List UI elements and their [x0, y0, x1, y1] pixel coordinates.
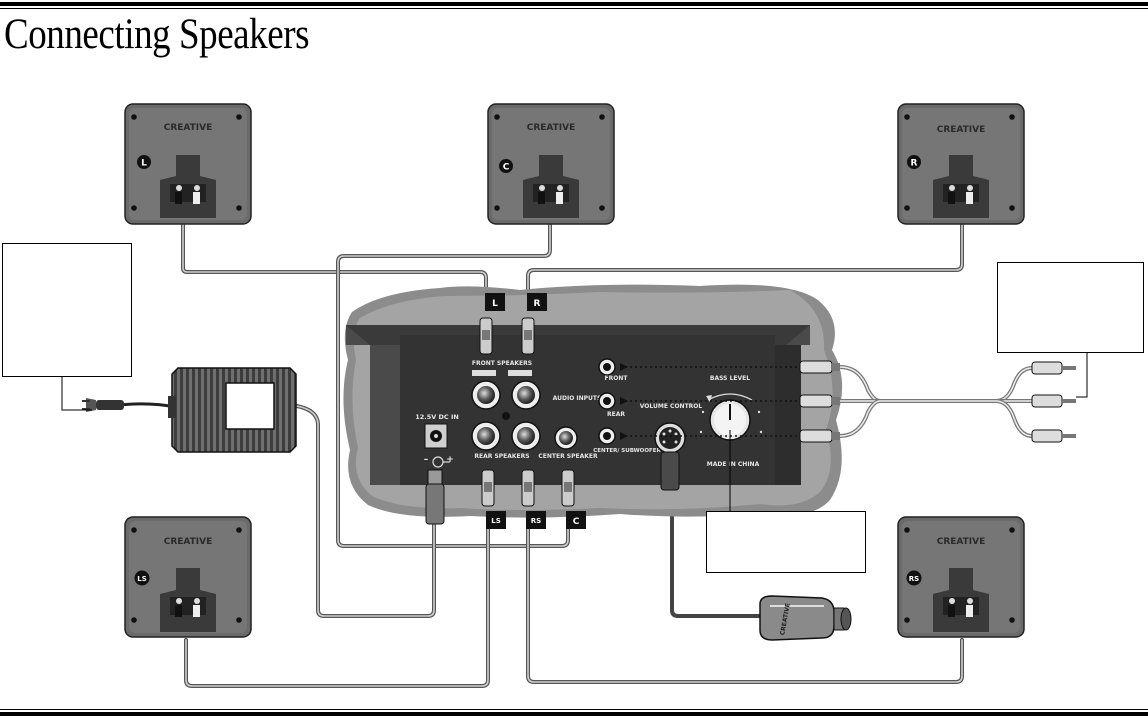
stereo-plug-icon — [1031, 429, 1076, 443]
front-right-tag-strip — [508, 370, 532, 376]
tag-ls-text: LS — [491, 517, 501, 525]
callout-box-bass — [706, 511, 866, 573]
speaker-badge-rs: RS — [909, 575, 919, 583]
speaker-front-right: CREATIVE R — [897, 103, 1025, 225]
audio-input-cable — [620, 360, 1076, 443]
rca-plug-center — [561, 469, 575, 507]
input-center-sub-jack — [598, 427, 616, 445]
stereo-plug-icon — [799, 394, 840, 408]
polarity-plus: + — [446, 455, 454, 465]
speaker-brand-label: CREATIVE — [937, 537, 986, 547]
volume-remote: CREATIVE — [759, 595, 852, 641]
rear-speakers-label: REAR SPEAKERS — [474, 453, 529, 460]
speaker-rear-left: CREATIVE LS — [124, 516, 252, 638]
callout-box-audio-source — [997, 262, 1144, 353]
stereo-plug-icon — [799, 429, 840, 443]
dc-plug — [425, 469, 445, 525]
front-right-jack — [511, 380, 541, 410]
cable-volume-remote — [670, 488, 762, 618]
speaker-badge-c: C — [503, 163, 510, 173]
callout-leaders — [61, 352, 1088, 512]
speaker-badge-l: L — [141, 159, 147, 169]
ac-plug-icon — [82, 398, 124, 412]
speaker-brand-label: CREATIVE — [164, 123, 213, 133]
tag-l — [485, 293, 505, 311]
center-speaker-jack — [554, 426, 578, 450]
page-title: Connecting Speakers — [4, 11, 310, 58]
rca-plug-front-left — [479, 317, 493, 355]
rca-plug-rear-left — [481, 469, 495, 507]
rear-left-jack — [471, 421, 501, 451]
tag-rs-text: RS — [531, 517, 541, 525]
front-left-jack — [471, 380, 501, 410]
speaker-front-left: CREATIVE L — [124, 103, 252, 225]
center-speaker-label: CENTER SPEAKER — [538, 453, 598, 460]
bottom-rule-thin — [0, 709, 1148, 710]
bottom-rule-thick — [0, 712, 1148, 716]
speaker-badge-ls: LS — [137, 575, 147, 583]
speaker-cables — [118, 220, 964, 688]
tag-r-text: R — [534, 299, 541, 309]
stereo-plug-icon — [1031, 361, 1076, 375]
stereo-plug-icon — [1031, 394, 1076, 408]
made-in-label: MADE IN CHINA — [707, 461, 760, 468]
bass-level-label: BASS LEVEL — [710, 375, 750, 382]
input-center-sub-label: CENTER/ SUBWOOFER — [593, 448, 661, 454]
input-rear-jack — [598, 392, 616, 410]
callout-box-power — [2, 243, 132, 377]
rear-right-jack — [511, 421, 541, 451]
top-rule-thin — [0, 8, 1148, 9]
input-rear-label: REAR — [607, 411, 625, 418]
volume-control-label: VOLUME CONTROL — [640, 403, 703, 410]
speaker-rear-right: CREATIVE RS — [897, 516, 1025, 638]
stereo-plug-icon — [799, 360, 840, 374]
cable-tags: L R LS RS C — [485, 293, 586, 529]
speaker-badge-r: R — [911, 159, 918, 169]
tag-c-text: C — [573, 517, 580, 527]
dc-in-label: 12.5V DC IN — [415, 413, 459, 421]
input-front-label: FRONT — [605, 375, 629, 382]
top-rule-thick — [0, 2, 1148, 6]
speaker-brand-label: CREATIVE — [527, 123, 576, 133]
polarity-minus: – — [424, 455, 429, 465]
front-left-tag-strip — [472, 370, 496, 376]
tag-rs — [526, 511, 546, 529]
dc-in-jack — [424, 423, 450, 468]
power-adapter — [168, 367, 297, 453]
speaker-center: CREATIVE C — [487, 103, 615, 225]
speaker-brand-label: CREATIVE — [164, 537, 213, 547]
panel-screw — [502, 412, 510, 420]
speaker-brand-label: CREATIVE — [937, 125, 986, 135]
input-front-jack — [598, 358, 616, 376]
tag-ls — [486, 511, 506, 529]
audio-inputs-label: AUDIO INPUTS — [553, 395, 602, 402]
volume-control-jack — [654, 422, 686, 491]
tag-c — [566, 511, 586, 529]
rca-plug-rear-right — [521, 469, 535, 507]
rca-plugs — [425, 317, 575, 525]
rca-plug-front-right — [521, 317, 535, 355]
tag-l-text: L — [492, 299, 498, 309]
tag-r — [527, 293, 547, 311]
cable-ac-cord — [118, 402, 177, 409]
front-speakers-label: FRONT SPEAKERS — [472, 360, 532, 367]
